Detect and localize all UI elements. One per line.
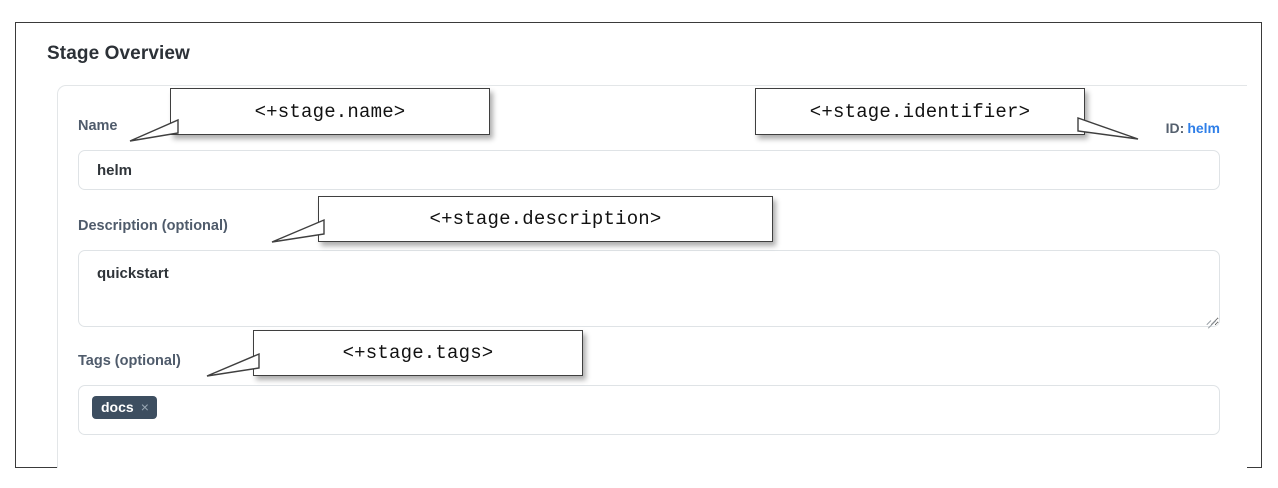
description-field-label: Description (optional): [78, 218, 228, 234]
callout-tail-tags: [206, 352, 260, 377]
stage-identifier-readout: ID:helm: [1166, 120, 1220, 136]
annotation-callout-stage-description: <+stage.description>: [318, 196, 773, 242]
description-textarea[interactable]: [78, 250, 1220, 327]
callout-tail-name: [129, 118, 179, 142]
name-input[interactable]: [78, 150, 1220, 190]
tag-chip-list: docs ×: [92, 396, 157, 419]
tag-chip-label: docs: [101, 399, 134, 415]
tag-chip-docs[interactable]: docs ×: [92, 396, 157, 419]
identifier-value[interactable]: helm: [1187, 120, 1220, 136]
tag-remove-icon[interactable]: ×: [140, 399, 149, 415]
annotation-callout-stage-identifier: <+stage.identifier>: [755, 88, 1085, 135]
tags-input[interactable]: [78, 385, 1220, 435]
page-title: Stage Overview: [47, 43, 190, 64]
callout-tail-description: [271, 218, 325, 243]
tags-field-label: Tags (optional): [78, 353, 181, 369]
annotation-callout-stage-tags: <+stage.tags>: [253, 330, 583, 376]
identifier-key: ID:: [1165, 120, 1185, 136]
callout-tail-identifier: [1077, 117, 1139, 140]
annotation-callout-stage-name: <+stage.name>: [170, 88, 490, 135]
name-field-label: Name: [78, 118, 118, 134]
